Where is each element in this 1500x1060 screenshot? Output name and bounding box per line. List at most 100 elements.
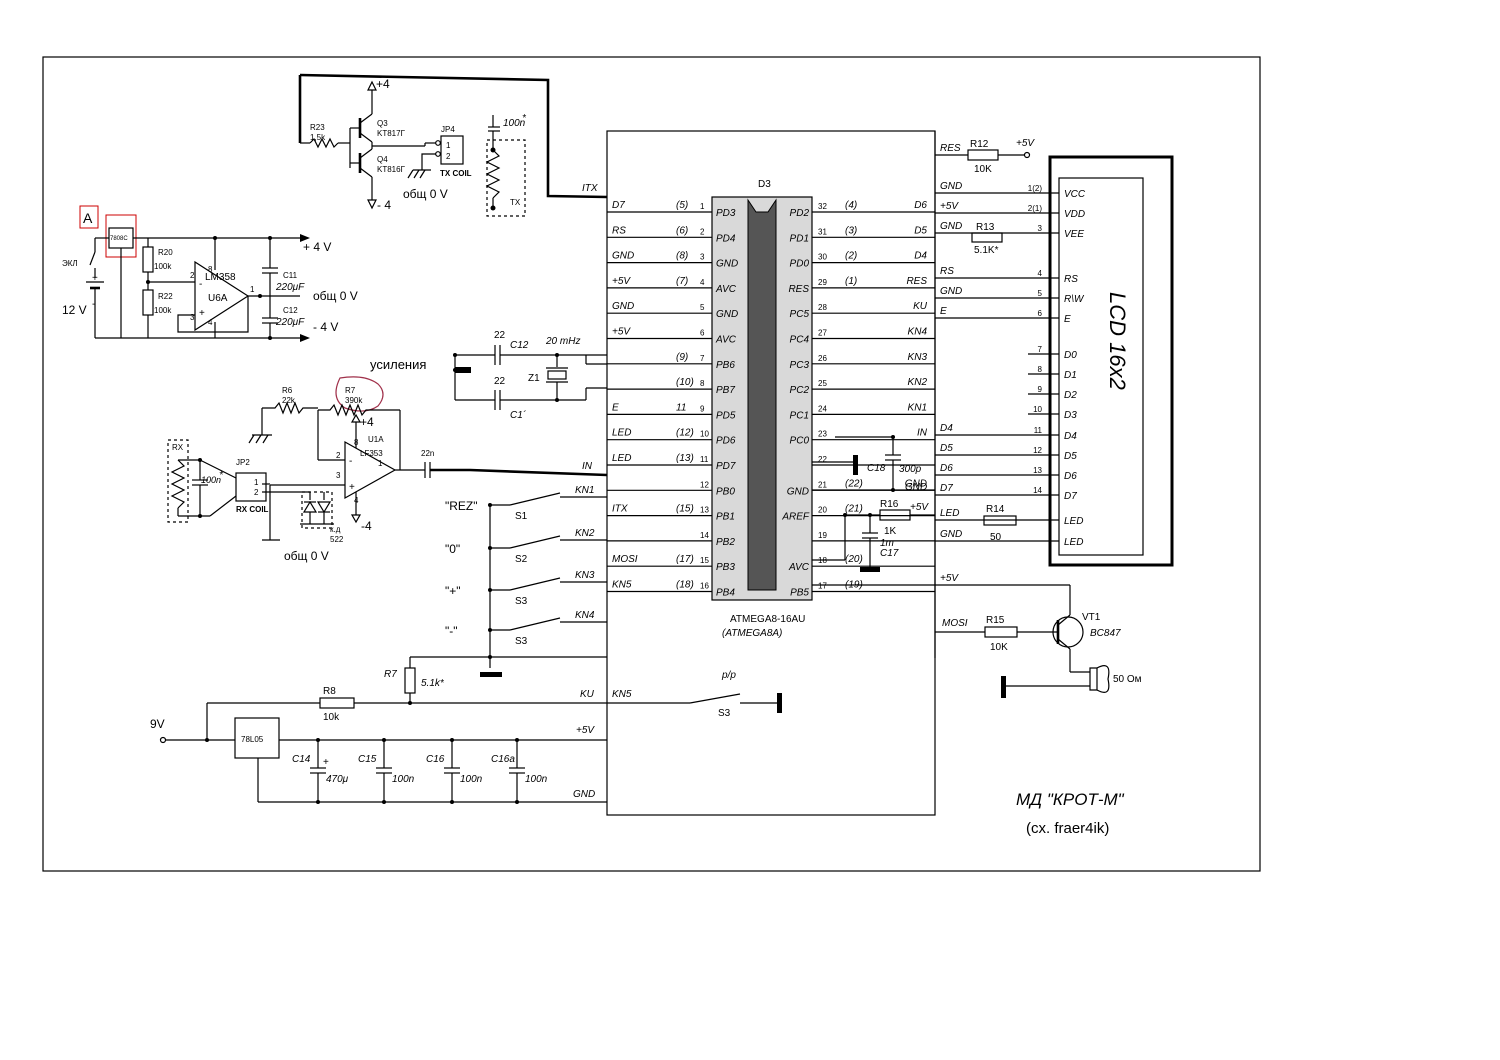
mcu-pin-number: 6 <box>700 329 705 338</box>
r14-ref: R14 <box>986 504 1005 515</box>
lcd-pin-number: 5 <box>1038 289 1043 298</box>
bottom-r7-value: 5.1k* <box>421 678 445 689</box>
mcu-pin-name: PD5 <box>716 410 736 421</box>
vt1-part: BC847 <box>1090 628 1121 639</box>
r14-value: 50 <box>990 532 1002 543</box>
mcu-pin-number: 8 <box>700 379 705 388</box>
xtal-c12-ref: C12 <box>510 340 529 351</box>
mcu-pin-name: PD0 <box>790 259 810 270</box>
jp4-pin2: 2 <box>446 152 451 161</box>
lcd-pin-name: RS <box>1064 274 1078 285</box>
bottom-plus5: +5V <box>576 725 595 736</box>
mcu-pin-number: 24 <box>818 404 827 413</box>
lf353-label: LF353 <box>360 449 383 458</box>
psu-plus4: + 4 V <box>303 240 331 254</box>
mcu-pin-number: 20 <box>818 506 827 515</box>
mcu-pin-alt: (21) <box>845 504 863 515</box>
diode-label: к.д <box>330 525 341 534</box>
lm358-opamp <box>194 260 250 332</box>
svg-text:-: - <box>349 456 352 467</box>
q4-part: KT816Г <box>377 165 406 174</box>
mcu-pin-number: 3 <box>700 253 705 262</box>
bottom-r7-resistor <box>404 667 416 694</box>
crystal-ground <box>455 367 471 373</box>
r6-value: 22k <box>282 396 296 405</box>
rx-cap-star: * <box>219 470 224 481</box>
jp4-ref: JP4 <box>441 125 455 134</box>
r22-resistor <box>142 289 154 316</box>
svg-text:1: 1 <box>378 459 383 468</box>
capacitor-value: 100n <box>460 774 483 785</box>
mcu-pin-name: PD3 <box>716 208 736 219</box>
mcu-pin-number: 32 <box>818 202 827 211</box>
lcd-pin-name: VCC <box>1064 189 1086 200</box>
lcd-outline <box>1048 155 1174 567</box>
q3-part: KT817Г <box>377 129 406 138</box>
mcu-pin-number: 29 <box>818 278 827 287</box>
mcu-pin-number: 5 <box>700 303 705 312</box>
mcu-d3: D3 ATMEGA8-16AU (ATMEGA8A) 1PD3D7(5)2PD4… <box>606 130 936 816</box>
button-net: KN1 <box>575 485 594 496</box>
mcu-pin-net: GND <box>612 301 634 312</box>
psu-minus4: - 4 V <box>313 320 338 334</box>
mcu-pin-net: LED <box>612 428 631 439</box>
diagram-title: МД "КРОТ-М" <box>1016 790 1125 809</box>
mcu-pin-number: 2 <box>700 227 705 236</box>
mcu-pin-number: 4 <box>700 278 705 287</box>
tx-cap-star: * <box>522 113 527 124</box>
button-switch[interactable] <box>509 492 561 506</box>
svg-text:1: 1 <box>250 285 255 294</box>
mcu-pin-number: 1 <box>700 202 705 211</box>
svg-text:+: + <box>199 308 205 319</box>
mcu-pin-alt: (1) <box>845 276 857 287</box>
mcu-pin-number: 12 <box>700 480 709 489</box>
mcu-pin-number: 21 <box>818 480 827 489</box>
lcd-pin-name: D5 <box>1064 451 1077 462</box>
pp-sw-ref: S3 <box>718 708 731 719</box>
psu-gnd: общ 0 V <box>313 289 358 303</box>
r20-value: 100k <box>154 262 172 271</box>
aref-plus5: +5V <box>910 502 929 513</box>
mcu-pin-name: AVC <box>715 335 737 346</box>
xtal-c12-value: 22 <box>494 330 506 341</box>
button-label: "0" <box>445 542 460 556</box>
capacitor-ref: C14 <box>292 754 311 765</box>
r12-resistor <box>967 149 999 161</box>
misc-gnd: GND <box>905 482 927 493</box>
tx-coil-label: TX COIL <box>440 169 472 178</box>
mcu-pin-alt: (3) <box>845 225 857 236</box>
r13-resistor <box>971 232 1003 243</box>
r12-value: 10K <box>974 164 992 175</box>
rx-minus4: -4 <box>361 519 372 533</box>
rx-cin-value: 22n <box>421 449 434 458</box>
mcu-pin-net: KU <box>913 301 928 312</box>
lcd-pin-net: GND <box>940 221 962 232</box>
jp2-connector <box>235 472 267 502</box>
c17-ref: C17 <box>880 548 899 559</box>
mcu-pin-number: 11 <box>700 455 709 464</box>
lcd-pin-net: D7 <box>940 483 953 494</box>
mcu-pin-name: PC2 <box>790 385 810 396</box>
kn5-label: KN5 <box>612 689 632 700</box>
mcu-pin-net: KN1 <box>908 402 927 413</box>
button-switch[interactable] <box>509 577 561 591</box>
lcd-pin-number: 1(2) <box>1028 184 1043 193</box>
gain-annotation: усиления <box>370 357 426 372</box>
lcd-pin-number: 2(1) <box>1028 204 1043 213</box>
mcu-chip-center <box>747 198 777 591</box>
r16-ref: R16 <box>880 499 899 510</box>
mcu-pin-name: PB6 <box>716 360 735 371</box>
button-switch[interactable] <box>509 535 561 549</box>
lcd-label: LCD 16x2 <box>1105 292 1130 390</box>
diagram-subtitle: (cx. fraer4ik) <box>1026 820 1109 837</box>
lcd-pin-number: 13 <box>1033 466 1042 475</box>
capacitor-ref: C15 <box>358 754 377 765</box>
r13-value: 5.1K* <box>974 245 999 256</box>
mcu-pin-name: PC1 <box>790 410 809 421</box>
rx-plus4: +4 <box>360 415 374 429</box>
mcu-pin-name: PB4 <box>716 588 735 599</box>
c12-ref: C12 <box>283 306 298 315</box>
marker-a: A <box>83 210 93 226</box>
button-switch[interactable] <box>509 617 561 631</box>
